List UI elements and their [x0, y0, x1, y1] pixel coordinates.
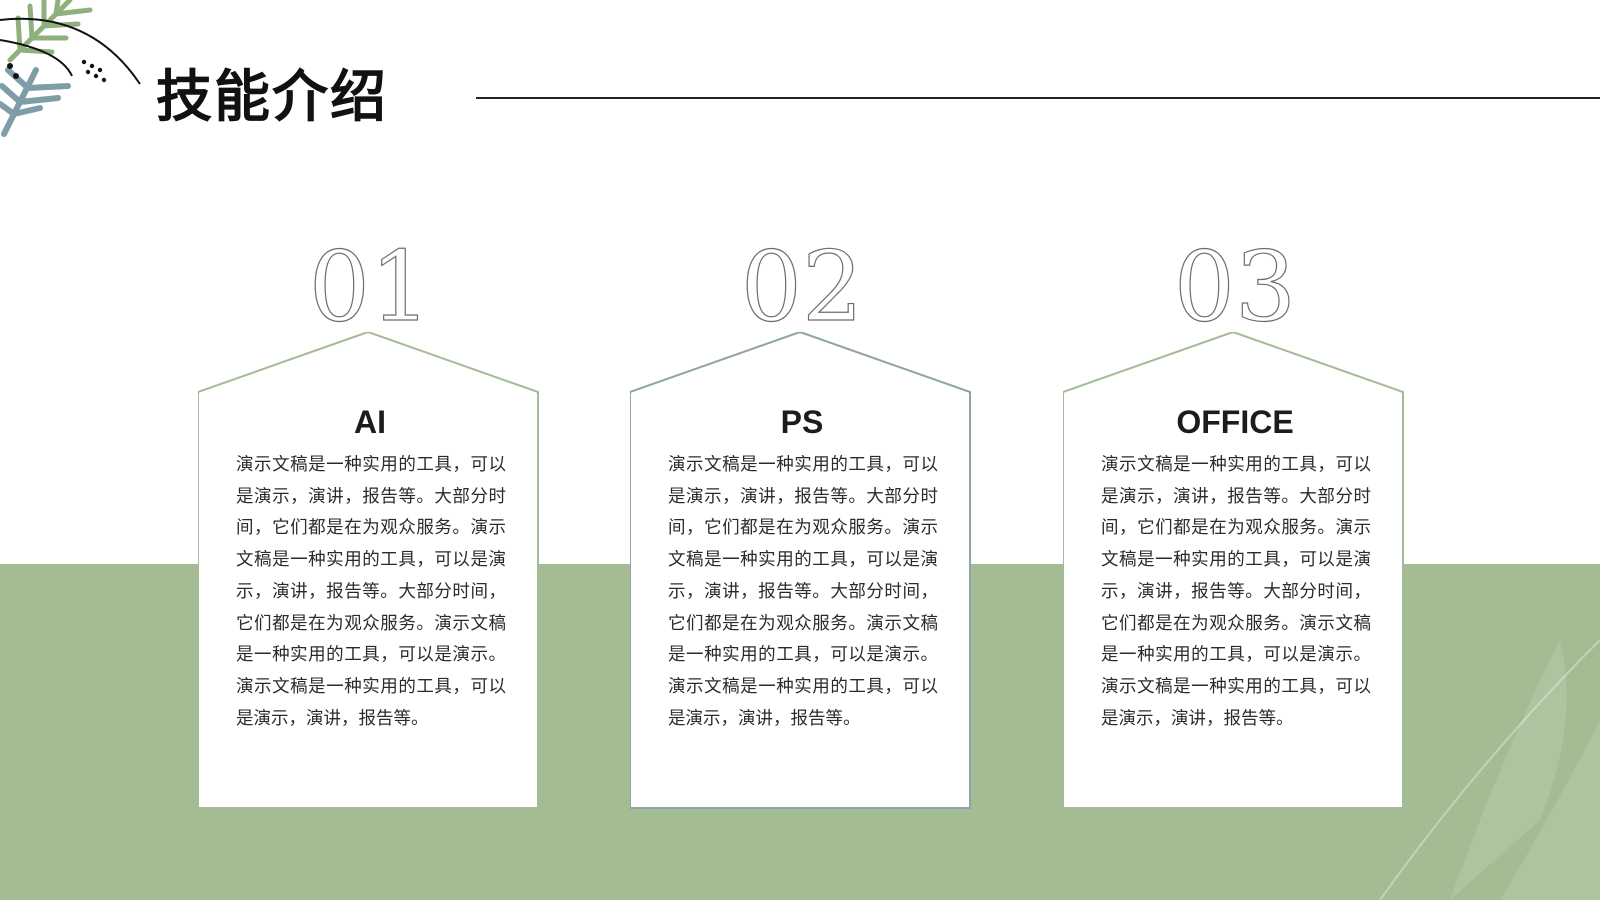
card-body-text: 演示文稿是一种实用的工具，可以是演示，演讲，报告等。大部分时间，它们都是在为观众…	[1101, 455, 1371, 729]
card-heading: OFFICE	[1176, 404, 1294, 440]
card-heading: AI	[354, 404, 386, 440]
svg-text:01: 01	[309, 232, 431, 332]
svg-text:03: 03	[1174, 232, 1296, 332]
card-outline	[1063, 332, 1404, 809]
card-house-shape	[630, 332, 971, 809]
page-title: 技能介绍	[156, 65, 388, 130]
card-body-text: 演示文稿是一种实用的工具，可以是演示，演讲，报告等。大部分时间，它们都是在为观众…	[236, 455, 506, 729]
title-divider-line	[476, 97, 1600, 99]
card-heading: PS	[780, 404, 824, 440]
card-body-text: 演示文稿是一种实用的工具，可以是演示，演讲，报告等。大部分时间，它们都是在为观众…	[668, 455, 938, 729]
skill-card-ai: 01 AI 演示文稿是一种实用的工具，可以是演示，演讲，报告等。大部分时间，它们…	[198, 232, 542, 812]
corner-leaf-decoration	[0, 0, 141, 137]
card-house-shape	[1063, 332, 1404, 809]
card-number: 03	[1173, 232, 1296, 332]
skill-card-ps: 02 PS 演示文稿是一种实用的工具，可以是演示，演讲，报告等。大部分时间，它们…	[630, 232, 974, 812]
card-number: 02	[740, 232, 863, 332]
svg-text:02: 02	[741, 232, 863, 332]
card-outline	[198, 332, 539, 809]
card-number: 01	[308, 232, 431, 332]
card-outline	[630, 332, 971, 809]
skill-card-office: 03 OFFICE 演示文稿是一种实用的工具，可以是演示，演讲，报告等。大部分时…	[1063, 232, 1407, 812]
card-house-shape	[198, 332, 539, 809]
